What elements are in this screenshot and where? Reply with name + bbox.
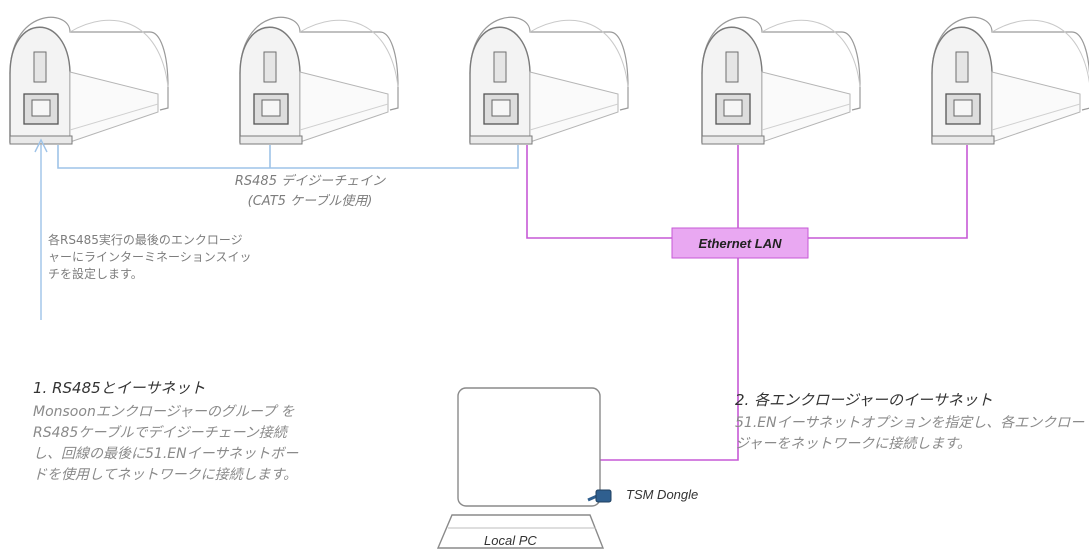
termination-arrow-head (34, 138, 48, 153)
enclosure-3 (469, 16, 629, 145)
enclosure-2 (239, 16, 399, 145)
section1-title: 1. RS485とイーサネット (33, 379, 206, 397)
enclosure-5 (931, 16, 1089, 145)
section1-body: Monsoonエンクロージャーのグループ をRS485ケーブルでデイジーチェーン… (33, 404, 299, 483)
ethernet-lan-box (671, 227, 809, 259)
rs485-chain-label: RS485 デイジーチェイン (CAT5 ケーブル使用) (180, 172, 440, 212)
section2-title: 2. 各エンクロージャーのイーサネット (735, 391, 993, 409)
tsm-dongle-label: TSM Dongle (626, 487, 699, 502)
ethernet-line-left (526, 145, 672, 239)
pc-keyboard (436, 514, 605, 549)
rs485-chain-line (57, 145, 519, 169)
ethernet-line-to-pc (600, 258, 739, 461)
local-pc-label: Local PC (484, 533, 537, 548)
enclosure-4 (701, 16, 861, 145)
pc-monitor (457, 387, 601, 507)
ethernet-lan-label: Ethernet LAN (698, 235, 782, 251)
enclosure-1 (9, 16, 169, 145)
termination-note: 各RS485実行の最後のエンクロージャーにラインターミネーションスイッチを設定し… (48, 233, 252, 281)
section2-body: 51.ENイーサネットオプションを指定し、各エンクロージャーをネットワークに接続… (735, 415, 1085, 452)
dongle-icon (595, 489, 612, 503)
ethernet-line-right (808, 145, 968, 239)
rs485-chain-label-line2: (CAT5 ケーブル使用) (247, 194, 373, 209)
rs485-chain-label-line1: RS485 デイジーチェイン (234, 174, 386, 189)
